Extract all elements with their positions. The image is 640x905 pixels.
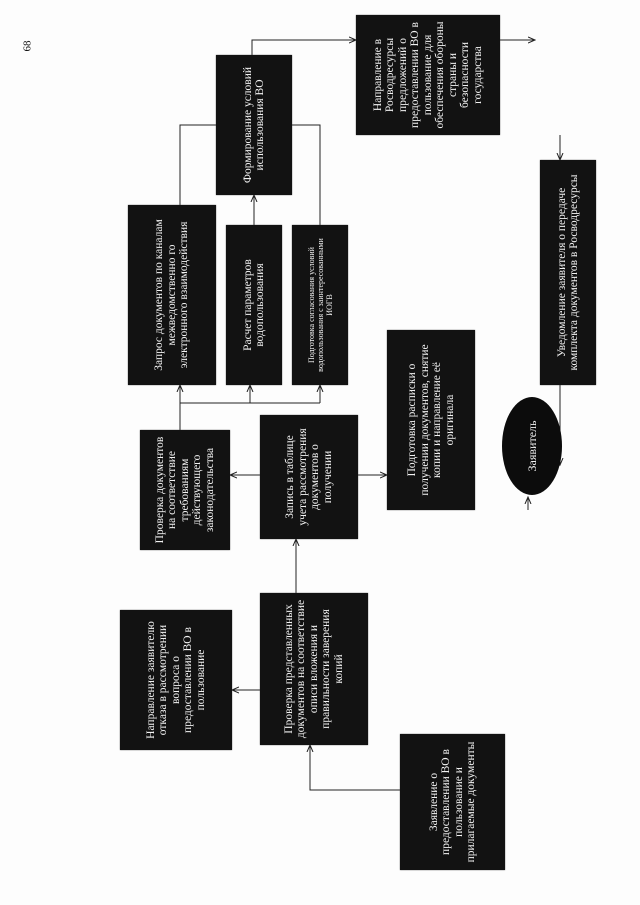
node-coordination: Подготовка согласования условий водополь… [292,225,348,385]
connector-arrows [20,5,620,791]
node-request-docs: Запрос документов по каналам межведомств… [128,205,216,385]
arrow-conditions-to-rosvodresursy [251,40,356,55]
node-calc-params: Расчет параметров водопользования [226,225,282,385]
node-conditions: Формирование условий использования ВО [216,55,292,195]
node-check-legislation: Проверка документов на соответствие треб… [140,430,230,550]
flowchart: Заявление о предоставлении ВО в пользова… [20,5,620,885]
arrow-application-to-check [310,745,400,791]
arrow-request-to-conditions [179,125,226,205]
node-receipt: Подготовка расписки о получении документ… [387,330,475,510]
node-refusal: Направление заявителю отказа в рассмотре… [120,610,232,750]
node-check-inventory: Проверка представленных документов на со… [260,593,368,745]
node-registry-entry: Запись в таблице учета рассмотрения доку… [260,415,358,539]
node-applicant: Заявитель [502,397,562,495]
node-application: Заявление о предоставлении ВО в пользова… [400,734,505,870]
node-notify-applicant: Уведомление заявителя о передаче комплек… [540,160,596,385]
arrow-coordination-to-conditions [278,125,321,225]
node-send-rosvodresursy: Направление в Росводресурсы предложений … [356,15,500,135]
